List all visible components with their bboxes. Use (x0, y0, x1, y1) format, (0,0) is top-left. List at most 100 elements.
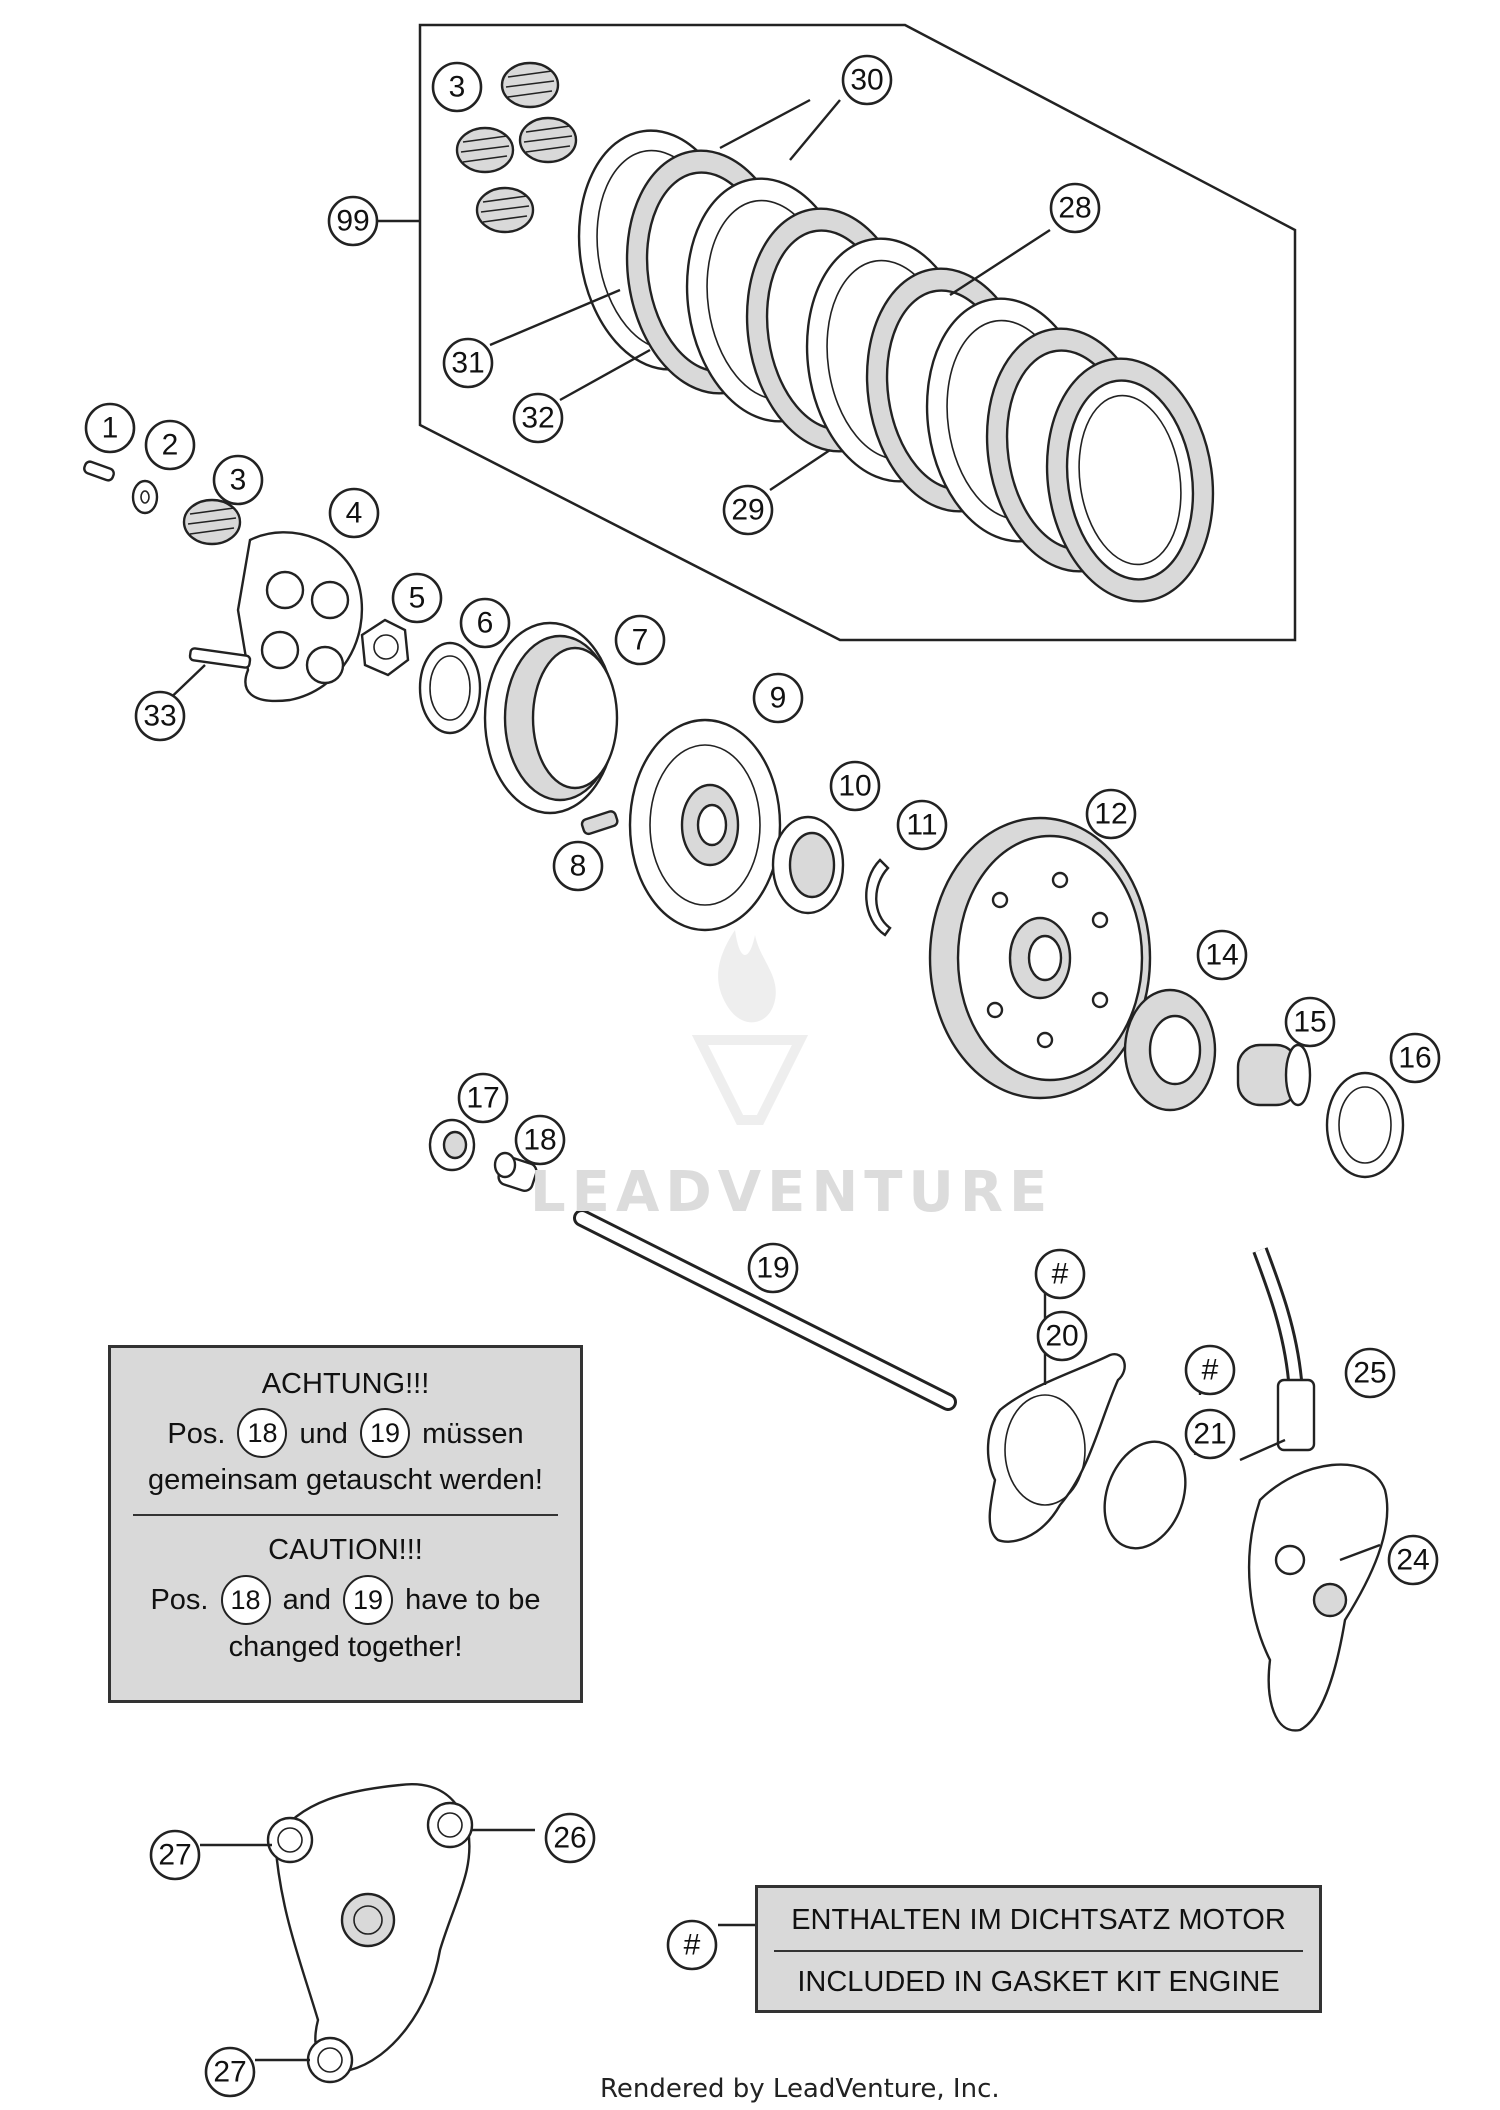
callout-29: 29 (722, 484, 774, 536)
callout-label: 6 (477, 607, 494, 640)
callout-label: 14 (1205, 939, 1238, 972)
callout-99: 99 (327, 195, 379, 247)
callout-17: 17 (457, 1072, 509, 1124)
callout-21: 21 (1184, 1408, 1236, 1460)
notice-heading-en: CAUTION!!! (268, 1534, 423, 1567)
notice-ref-18-en: 18 (220, 1574, 271, 1625)
needle-bearing-part (1236, 1043, 1312, 1107)
pin-part (188, 647, 252, 669)
callout-16: 16 (1389, 1032, 1441, 1084)
bearing-part (771, 815, 845, 915)
screw-part (83, 460, 115, 482)
callout-9: 9 (752, 672, 804, 724)
watermark-text: LEADVENTURE (530, 1160, 1054, 1225)
spring-part (182, 498, 242, 546)
callout-label: # (684, 1929, 701, 1962)
callout-19: 19 (747, 1242, 799, 1294)
caution-notice: ACHTUNG!!! Pos. 18 und 19 müssen gemeins… (108, 1345, 583, 1703)
callout-25: 25 (1344, 1347, 1396, 1399)
callout-label: 20 (1045, 1320, 1078, 1353)
gasket-kit-legend: ENTHALTEN IM DICHTSATZ MOTOR INCLUDED IN… (755, 1885, 1322, 2013)
callout-label: 24 (1396, 1544, 1429, 1577)
callout-label: 1 (102, 412, 119, 445)
pressure-plate-part (628, 718, 782, 932)
notice-line-en: Pos. 18 and 19 have to be (111, 1574, 580, 1625)
hose-part (1252, 1247, 1316, 1452)
callout-label: # (1202, 1354, 1219, 1387)
render-credit: Rendered by LeadVenture, Inc. (600, 2074, 1000, 2104)
callout-28: 28 (1049, 182, 1101, 234)
watermark-logo-icon (691, 930, 809, 1125)
callout-label: 4 (346, 497, 363, 530)
slave-cylinder-part (1247, 1463, 1389, 1732)
callout-2: 2 (144, 419, 196, 471)
notice-line-de: Pos. 18 und 19 müssen (111, 1408, 580, 1459)
callout-20: 20 (1036, 1310, 1088, 1362)
callout-label: 25 (1353, 1357, 1386, 1390)
callout-label: 16 (1398, 1042, 1431, 1075)
gasket-part (986, 1353, 1126, 1543)
callout-15: 15 (1284, 996, 1336, 1048)
callout-label: 18 (523, 1124, 556, 1157)
callout-14: 14 (1196, 929, 1248, 981)
callout-label: 11 (906, 809, 937, 842)
notice-ref-18-de: 18 (237, 1408, 288, 1459)
callout-33: 33 (134, 690, 186, 742)
notice-pos-en: Pos. (150, 1584, 209, 1617)
callout-hash-legend: # (666, 1919, 718, 1971)
callout-11: 11 (896, 799, 948, 851)
callout-label: 26 (553, 1822, 586, 1855)
callout-27-bottom: 27 (204, 2046, 256, 2098)
spring-8-part (580, 810, 619, 836)
seal-part (428, 1118, 476, 1172)
inner-hub-part (483, 621, 619, 815)
leader-lines (159, 98, 1381, 2062)
washer-part (131, 479, 159, 515)
callout-label: 8 (570, 850, 587, 883)
callout-label: 12 (1094, 798, 1127, 831)
callout-7: 7 (614, 614, 666, 666)
callout-30: 30 (841, 54, 893, 106)
callout-label: 15 (1293, 1006, 1326, 1039)
callout-3: 3 (212, 454, 264, 506)
notice-pos-de: Pos. (167, 1418, 226, 1450)
bush-part (493, 1151, 538, 1192)
callout-label: 5 (409, 582, 426, 615)
callout-label: 29 (731, 494, 764, 527)
legend-divider (774, 1950, 1303, 1952)
legend-text-de: ENTHALTEN IM DICHTSATZ MOTOR (791, 1904, 1286, 1936)
washer-16-part (1325, 1071, 1405, 1179)
callout-label: 3 (449, 71, 466, 104)
callout-1: 1 (84, 402, 136, 454)
callout-label: 7 (632, 624, 649, 657)
outer-basket-part (928, 816, 1152, 1100)
callout-31: 31 (442, 337, 494, 389)
notice-tail-en: have to be (405, 1584, 541, 1617)
clutch-springs-kit (455, 61, 578, 234)
callout-18: 18 (514, 1114, 566, 1166)
callout-10: 10 (829, 760, 881, 812)
callout-4: 4 (328, 487, 380, 539)
callout-label: 17 (466, 1082, 499, 1115)
notice-line2-en: changed together! (228, 1630, 463, 1663)
callout-24: 24 (1387, 1534, 1439, 1586)
callout-label: 10 (838, 770, 871, 803)
callout-label: 27 (213, 2056, 246, 2089)
notice-ref-19-de: 19 (360, 1408, 410, 1459)
clutch-plates-stack (577, 129, 1215, 603)
callout-12: 12 (1085, 788, 1137, 840)
notice-line2-de: gemeinsam getauscht werden! (148, 1464, 543, 1497)
callout-label: 27 (158, 1839, 191, 1872)
callout-label: 3 (230, 464, 247, 497)
notice-heading-de: ACHTUNG!!! (261, 1368, 430, 1400)
clutch-cover-part (266, 1783, 474, 2084)
legend-text-en: INCLUDED IN GASKET KIT ENGINE (797, 1966, 1280, 1998)
callout-label: 28 (1058, 192, 1091, 225)
nut-part (360, 618, 410, 677)
notice-ref-19-en: 19 (343, 1574, 394, 1625)
washer-6-part (418, 641, 482, 735)
callout-hash-20: # (1034, 1248, 1086, 1300)
notice-verb-de: müssen (422, 1418, 524, 1450)
notice-divider (133, 1514, 558, 1517)
callout-label: 99 (336, 205, 369, 238)
